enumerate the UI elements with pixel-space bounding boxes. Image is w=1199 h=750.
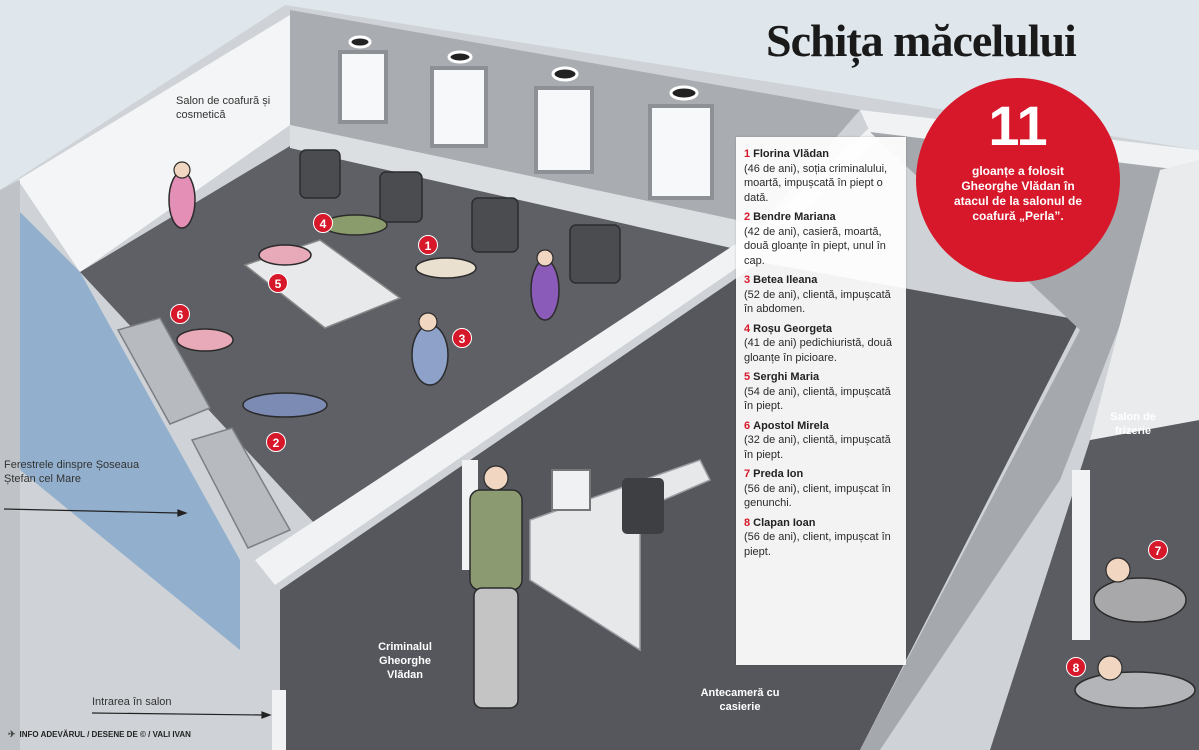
victim-number: 3 — [744, 274, 751, 286]
page-title: Schița măcelului — [766, 15, 1077, 66]
victim-marker: 3 — [452, 328, 472, 348]
victim-description: (32 de ani), clientă, impușcată în piept… — [744, 434, 891, 461]
salon-left-wall — [18, 15, 290, 272]
victim-marker: 2 — [266, 432, 286, 452]
victim-number: 5 — [744, 371, 751, 383]
victim-name: Serghi Maria — [753, 371, 820, 383]
mirrors — [338, 50, 714, 200]
bird-logo-icon: ✈ — [8, 729, 16, 739]
victim-description: (56 de ani), client, impușcat în piept. — [744, 531, 891, 558]
victim-number: 2 — [744, 211, 751, 223]
barber-floor — [990, 420, 1199, 750]
victim-name: Bendre Mariana — [753, 211, 836, 223]
waiting-sofas — [116, 317, 292, 549]
victim-description: (41 de ani) pedichiuristă, două gloanțe … — [744, 337, 892, 364]
victim-marker: 7 — [1148, 540, 1168, 560]
victim-name: Betea Ileana — [753, 274, 818, 286]
bullets-count-badge: 11 gloanțe a folosit Gheorghe Vlădan în … — [916, 78, 1120, 282]
street-windows — [20, 212, 240, 650]
victim-number: 8 — [744, 516, 751, 529]
victim-marker: 1 — [418, 235, 438, 255]
victim-number: 1 — [744, 148, 751, 160]
victim-description: (54 de ani), clientă, impușcată în piept… — [744, 385, 891, 413]
figures — [168, 171, 1196, 709]
victim-description: (42 de ani), casieră, moartă, două gloan… — [744, 225, 886, 267]
victim-marker: 8 — [1066, 657, 1086, 677]
victim-description: (56 de ani), client, impușcat în genunch… — [744, 482, 891, 510]
bullets-caption: gloanțe a folosit Gheorghe Vlădan în ata… — [953, 164, 1083, 223]
victim-name: Roșu Georgeta — [753, 322, 832, 335]
anteroom-label: Antecameră cu casierie — [700, 687, 780, 713]
salon-room-label: Salon de coafură și cosmetică — [176, 95, 271, 121]
victim-marker: 4 — [313, 213, 333, 233]
victim-marker: 6 — [170, 304, 190, 324]
victim-description: (46 de ani), soția criminalului, moartă,… — [744, 162, 888, 204]
victim-number: 6 — [744, 419, 751, 432]
credit-line: ✈INFO ADEVĂRUL / DESENE DE © / VALI IVAN — [8, 729, 191, 740]
victim-name: Preda Ion — [753, 468, 804, 480]
victim-marker: 5 — [268, 273, 288, 293]
victim-name: Clapan Ioan — [753, 516, 816, 529]
victim-number: 4 — [744, 322, 751, 335]
victim-description: (52 de ani), clientă, impușcată în abdom… — [744, 288, 891, 316]
entrance-label: Intrarea în salon — [92, 696, 172, 708]
partition-wall — [255, 120, 878, 585]
victim-number: 7 — [744, 468, 751, 480]
credit-text: INFO ADEVĂRUL / DESENE DE © / VALI IVAN — [19, 730, 191, 739]
victim-name: Florina Vlădan — [753, 148, 829, 160]
salon-chairs — [299, 149, 621, 284]
criminal-label: Criminalul Gheorghe Vlădan — [378, 641, 432, 681]
barber-room-label: Salon de frizerie — [1110, 411, 1156, 437]
bullets-count: 11 — [988, 94, 1048, 157]
windows-label: Ferestrele dinspre Șoseaua Ștefan cel Ma… — [4, 459, 140, 485]
victim-name: Apostol Mirela — [753, 419, 829, 432]
